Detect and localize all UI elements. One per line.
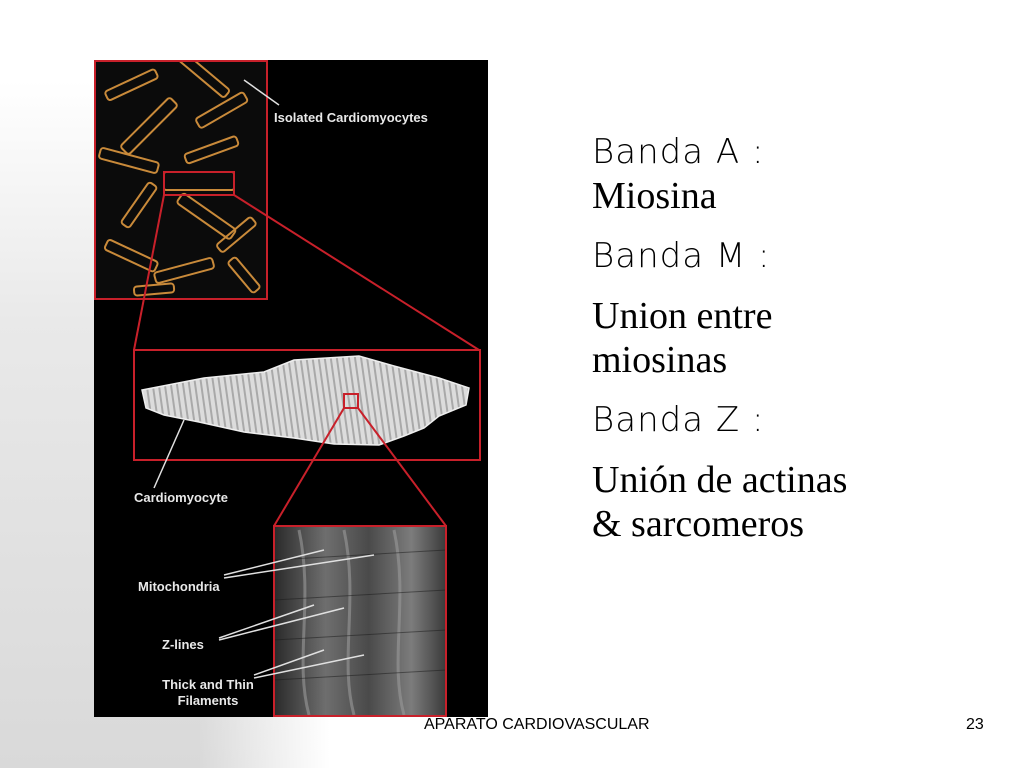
page-number: 23 xyxy=(966,716,984,733)
banda-a-description: Miosina xyxy=(592,175,717,217)
z-lines-label: Z-lines xyxy=(162,637,204,652)
banda-z-heading: Banda Z : xyxy=(592,400,765,440)
banda-m-description-line2: miosinas xyxy=(592,339,728,381)
slide-text: Banda A : Miosina Banda M : Union entre … xyxy=(592,130,1012,546)
banda-z-description-line1: Unión de actinas xyxy=(592,459,848,501)
filaments-label-line2: Filaments xyxy=(177,693,239,708)
cardiomyocyte-panel xyxy=(133,349,481,489)
mitochondria-label: Mitochondria xyxy=(138,579,220,594)
cardiomyocyte-label: Cardiomyocyte xyxy=(134,490,228,505)
banda-z-description-line2: & sarcomeros xyxy=(592,503,805,545)
zoom-connectors-top xyxy=(133,194,480,351)
banda-a-heading: Banda A : xyxy=(592,132,765,172)
filaments-label: Thick and Thin Filaments xyxy=(158,677,258,709)
zoom-connectors-bottom xyxy=(273,407,447,527)
footer-title: APARATO CARDIOVASCULAR xyxy=(424,716,650,733)
banda-m-description-line1: Union entre xyxy=(592,295,773,337)
banda-m-heading: Banda M : xyxy=(592,236,771,276)
cardiomyocyte-figure: Isolated Cardiomyocytes Cardiomyocyte Mi… xyxy=(94,60,488,717)
filaments-label-line1: Thick and Thin xyxy=(162,677,254,692)
isolated-cardiomyocytes-label: Isolated Cardiomyocytes xyxy=(274,110,428,125)
isolated-cells-panel xyxy=(94,60,280,300)
electron-micrograph-panel xyxy=(218,525,447,717)
figure-artwork xyxy=(94,60,481,717)
pointer-lines xyxy=(218,549,375,679)
